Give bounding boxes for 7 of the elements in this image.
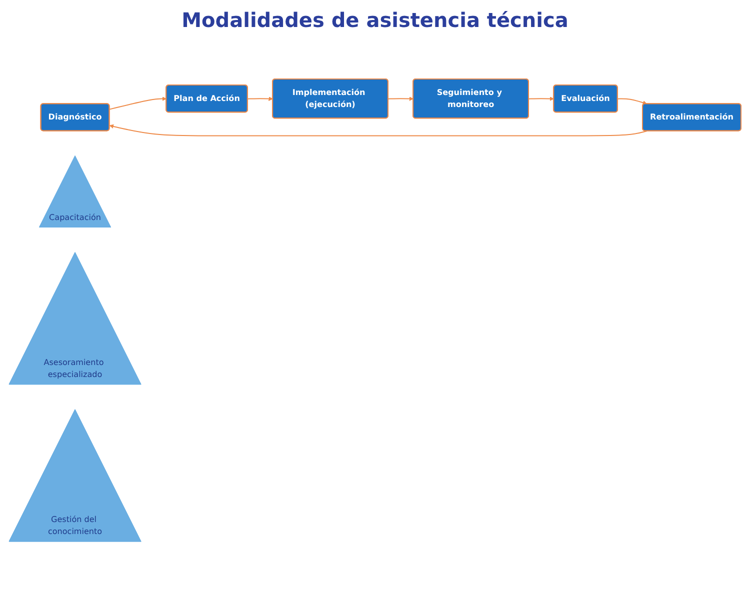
arrow [248, 96, 273, 101]
arrow [109, 96, 167, 110]
arrow [109, 124, 648, 136]
arrow [618, 98, 648, 105]
center-label: Modalidades de asistencia técnica [180, 8, 570, 32]
arrow [388, 96, 414, 101]
arrow [528, 96, 554, 101]
